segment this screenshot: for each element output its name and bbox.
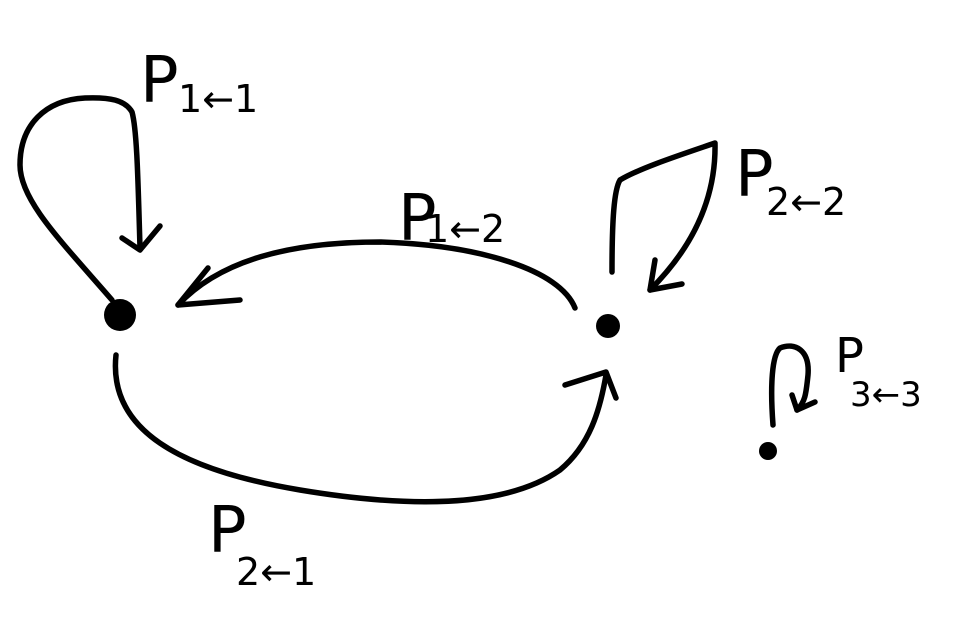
edge-self-loop-3 xyxy=(768,343,818,428)
edge-1-to-2 xyxy=(112,352,619,505)
label-main: P xyxy=(735,138,774,212)
arrowhead-1-to-2 xyxy=(562,369,619,401)
arrowhead-self-loop-2 xyxy=(647,257,685,293)
arrowhead-2-to-1 xyxy=(175,265,243,308)
arrowhead-self-loop-3 xyxy=(789,392,818,413)
node-3 xyxy=(759,442,777,460)
label-sub: 1←2 xyxy=(425,207,505,251)
label-sub: 2←1 xyxy=(236,550,316,594)
label-edge-2-1: P 1←2 xyxy=(398,182,505,256)
node-1 xyxy=(104,299,136,331)
label-sub: 2←2 xyxy=(766,180,846,224)
label-main: P xyxy=(835,328,864,384)
edge-self-loop-1 xyxy=(17,95,163,303)
arrowhead-self-loop-1 xyxy=(119,223,163,253)
label-edge-1-2: P 2←1 xyxy=(208,494,316,594)
edge-2-to-1 xyxy=(175,239,578,311)
label-sub: 1←1 xyxy=(178,77,258,121)
label-main: P xyxy=(208,494,247,568)
label-sub: 3←3 xyxy=(850,375,922,415)
label-edge-3-3: P 3←3 xyxy=(835,328,922,415)
node-2 xyxy=(596,314,620,338)
edge-self-loop-2 xyxy=(609,140,718,293)
label-edge-1-1: P 1←1 xyxy=(140,44,258,121)
label-main: P xyxy=(140,44,179,118)
label-edge-2-2: P 2←2 xyxy=(735,138,846,224)
label-main: P xyxy=(398,182,437,256)
